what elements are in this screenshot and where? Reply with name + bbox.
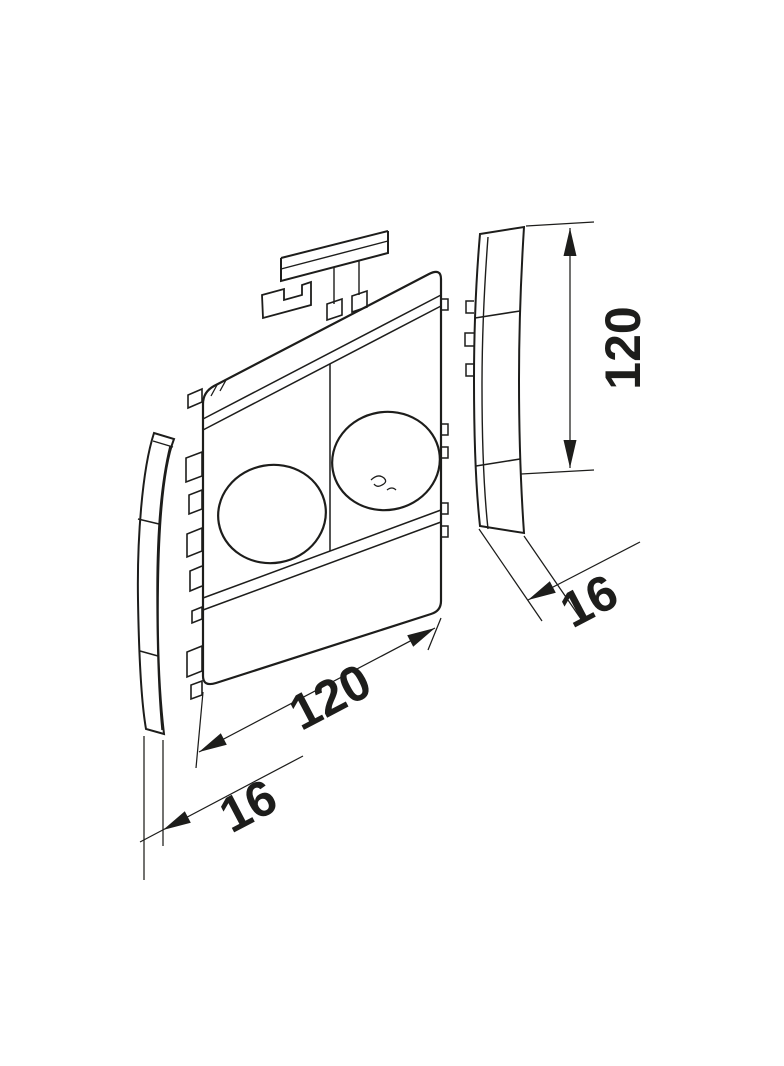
dimension-left-depth: 16 — [139, 736, 304, 880]
right-profile-dividers — [474, 310, 521, 467]
cover-plate-top-seams — [202, 294, 442, 431]
clip-connector-lines — [333, 261, 360, 304]
right-depth-arrow — [528, 581, 556, 600]
left-profile-inner-line — [156, 445, 171, 731]
top-edge-ticks — [210, 379, 227, 397]
claw — [191, 605, 203, 625]
clip-bar-body — [280, 231, 389, 283]
right-profile-outline — [472, 225, 526, 535]
claw — [190, 679, 203, 701]
height-arrow-bottom — [563, 440, 577, 468]
height-dimension-label: 120 — [595, 306, 651, 389]
claw — [189, 565, 203, 593]
left-depth-dimension-label: 16 — [210, 768, 285, 843]
cover-plate-bottom-seams — [202, 509, 442, 611]
embossed-mark — [370, 475, 397, 491]
width-dimension-line — [198, 627, 436, 753]
dimension-height: 120 — [520, 221, 651, 475]
dimension-width: 120 — [195, 617, 442, 769]
claw — [188, 488, 203, 516]
left-depth-extension-lines — [143, 736, 164, 880]
width-arrow-left — [199, 733, 227, 752]
socket-opening-left — [217, 463, 327, 565]
clip-tab-right — [351, 289, 368, 314]
clip-bar-fold-line — [280, 240, 389, 270]
left-depth-arrow — [163, 811, 191, 830]
top-mounting-clip — [261, 230, 389, 322]
right-cover-profile — [464, 225, 526, 535]
right-profile-inner-line — [481, 236, 489, 530]
clip-hook — [261, 280, 312, 320]
right-depth-dimension-label: 16 — [551, 563, 626, 638]
width-arrow-right — [407, 628, 435, 647]
claw — [187, 387, 203, 410]
left-profile-outline — [136, 431, 176, 736]
clip-bar-top-edge — [280, 230, 389, 259]
claw — [185, 450, 203, 484]
socket-opening-right — [331, 410, 441, 512]
dimension-right-depth: 16 — [478, 528, 641, 639]
left-cover-profile — [136, 431, 176, 736]
width-dimension-label: 120 — [280, 653, 380, 741]
mounting-claws — [185, 387, 203, 701]
left-profile-dividers — [137, 518, 160, 657]
clip-tab-left — [326, 297, 343, 322]
claw — [186, 644, 203, 679]
height-arrow-top — [563, 228, 577, 256]
cover-plate-outline — [201, 270, 443, 686]
right-depth-extension-lines — [478, 528, 582, 622]
claw — [186, 526, 203, 559]
height-extension-lines — [520, 221, 595, 475]
right-edge-tabs — [441, 298, 449, 538]
right-profile-notches — [464, 300, 474, 377]
cover-plate — [201, 270, 449, 686]
width-extension-lines — [195, 617, 442, 769]
